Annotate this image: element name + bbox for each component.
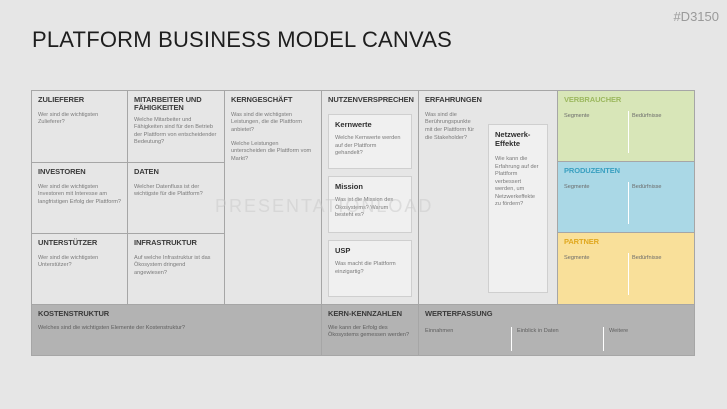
cell-description: Was sind die wichtigsten Leistungen, die… — [231, 111, 302, 133]
cell-heading: INVESTOREN — [38, 167, 86, 176]
cell-daten[interactable]: DATEN Welcher Datenfluss ist der wichtig… — [128, 163, 224, 233]
box-heading: Mission — [335, 182, 363, 191]
cell-heading: ZULIEFERER — [38, 95, 85, 104]
cell-description-2: Welche Leistungen unterscheiden die Plat… — [231, 140, 312, 162]
cell-zulieferer[interactable]: ZULIEFERER Wer sind die wichtigsten Zuli… — [32, 91, 127, 162]
cell-description: Was sind die Berührungspunkte mit der Pl… — [425, 111, 475, 141]
cell-description: Welche Mitarbeiter und Fähigkeiten sind … — [134, 116, 217, 146]
cell-heading: MITARBEITER UND FÄHIGKEITEN — [134, 95, 202, 112]
divider — [511, 327, 512, 351]
divider — [628, 253, 629, 295]
cell-heading: PRODUZENTEN — [564, 166, 620, 175]
beduerfnisse-label: Bedürfnisse — [632, 113, 662, 119]
beduerfnisse-label: Bedürfnisse — [632, 184, 662, 190]
cell-verbraucher[interactable]: VERBRAUCHER Segmente Bedürfnisse — [558, 91, 694, 161]
box-usp[interactable]: USP Was macht die Plattform einzigartig? — [328, 240, 412, 297]
cell-heading: KERNGESCHÄFT — [231, 95, 293, 104]
box-description: Was ist die Mission des Ökosystems? Waru… — [335, 197, 394, 219]
box-heading: USP — [335, 246, 351, 255]
segmente-label: Segmente — [564, 113, 590, 119]
box-mission[interactable]: Mission Was ist die Mission des Ökosyste… — [328, 176, 412, 233]
box-netzwerk-effekte[interactable]: Netzwerk-Effekte Wie kann die Erfahrung … — [488, 124, 548, 293]
beduerfnisse-label: Bedürfnisse — [632, 255, 662, 261]
einblick-label: Einblick in Daten — [517, 328, 559, 334]
cell-heading: INFRASTRUKTUR — [134, 238, 197, 247]
cell-partner[interactable]: PARTNER Segmente Bedürfnisse — [558, 233, 694, 304]
divider — [628, 111, 629, 153]
cell-mitarbeiter[interactable]: MITARBEITER UND FÄHIGKEITEN Welche Mitar… — [128, 91, 224, 162]
page-title: PLATFORM BUSINESS MODEL CANVAS — [32, 27, 453, 52]
segmente-label: Segmente — [564, 184, 590, 190]
segmente-label: Segmente — [564, 255, 590, 261]
cell-description: Wie kann der Erfolg des Ökosystems gemes… — [328, 324, 410, 339]
cell-produzenten[interactable]: PRODUZENTEN Segmente Bedürfnisse — [558, 162, 694, 232]
divider — [603, 327, 604, 351]
cell-kostenstruktur[interactable]: KOSTENSTRUKTUR Welches sind die wichtigs… — [32, 305, 321, 355]
cell-kennzahlen[interactable]: KERN-KENNZAHLEN Wie kann der Erfolg des … — [322, 305, 418, 355]
cell-description: Wer sind die wichtigsten Investoren mit … — [38, 183, 122, 205]
weitere-label: Weitere — [609, 328, 629, 334]
box-heading: Netzwerk-Effekte — [495, 130, 531, 148]
cell-investoren[interactable]: INVESTOREN Wer sind die wichtigsten Inve… — [32, 163, 127, 233]
cell-heading: WERTERFASSUNG — [425, 309, 493, 318]
cell-heading: KOSTENSTRUKTUR — [38, 309, 110, 318]
divider — [628, 182, 629, 224]
cell-kerngeschaeft[interactable]: KERNGESCHÄFT Was sind die wichtigsten Le… — [225, 91, 321, 304]
box-description: Was macht die Plattform einzigartig? — [335, 261, 396, 275]
cell-heading: DATEN — [134, 167, 159, 176]
cell-heading: NUTZENVERSPRECHEN — [328, 95, 414, 104]
cell-description: Welches sind die wichtigsten Elemente de… — [38, 324, 185, 331]
cell-description: Auf welche Infrastruktur ist das Ökosyst… — [134, 254, 211, 276]
cell-heading: KERN-KENNZAHLEN — [328, 309, 402, 318]
box-kernwerte[interactable]: Kernwerte Welche Kernwerte werden auf de… — [328, 114, 412, 169]
cell-heading: VERBRAUCHER — [564, 95, 622, 104]
cell-infrastruktur[interactable]: INFRASTRUKTUR Auf welche Infrastruktur i… — [128, 234, 224, 304]
box-description: Welche Kernwerte werden auf der Plattfor… — [335, 135, 401, 157]
box-description: Wie kann die Erfahrung auf der Plattform… — [495, 156, 539, 208]
slide-id: #D3150 — [673, 9, 719, 24]
cell-description: Wer sind die wichtigsten Unterstützer? — [38, 254, 99, 269]
cell-heading: UNTERSTÜTZER — [38, 238, 98, 247]
cell-werterfassung[interactable]: WERTERFASSUNG Einnahmen Einblick in Date… — [419, 305, 694, 355]
cell-description: Wer sind die wichtigsten Zulieferer? — [38, 111, 99, 126]
einnahmen-label: Einnahmen — [425, 328, 454, 334]
canvas-grid: ZULIEFERER Wer sind die wichtigsten Zuli… — [31, 90, 695, 356]
cell-unterstuetzer[interactable]: UNTERSTÜTZER Wer sind die wichtigsten Un… — [32, 234, 127, 304]
box-heading: Kernwerte — [335, 120, 372, 129]
cell-description: Welcher Datenfluss ist der wichtigste fü… — [134, 183, 203, 198]
cell-heading: ERFAHRUNGEN — [425, 95, 482, 104]
cell-heading: PARTNER — [564, 237, 599, 246]
